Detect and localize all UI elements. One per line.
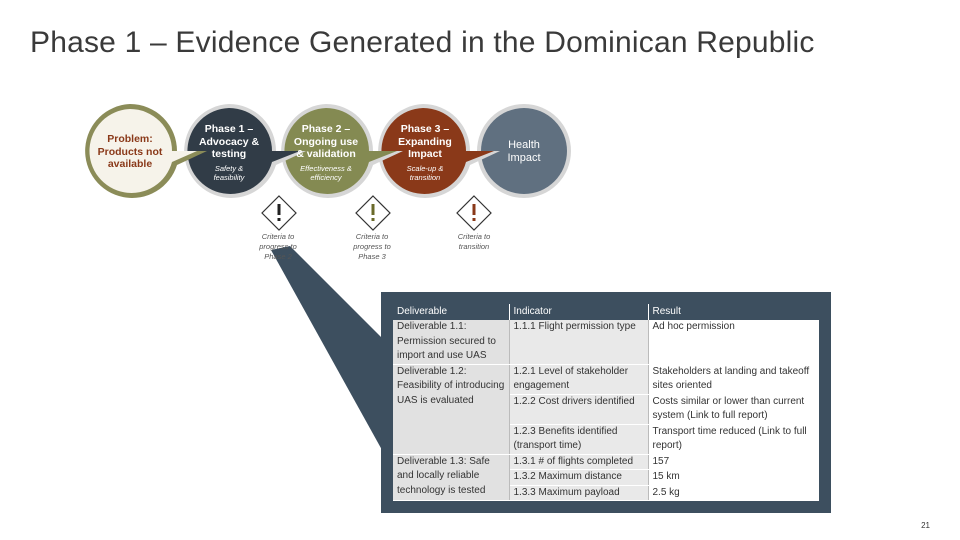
warning-icon — [355, 195, 391, 231]
criteria-transition: Criteria to transition — [457, 232, 491, 251]
indicator-cell: 1.3.1 # of flights completed — [509, 454, 649, 470]
phase2-label: Phase 2 – Ongoing use & validation Effec… — [291, 123, 361, 182]
impact-circle-inner — [481, 108, 567, 194]
result-cell: 157 — [648, 454, 819, 470]
evidence-table: Deliverable Indicator Result Deliverable… — [393, 304, 819, 501]
phase1-label: Phase 1 – Advocacy & testing Safety & fe… — [194, 123, 264, 182]
table-row: 1.3.3 Maximum payload 2.5 kg — [393, 485, 819, 501]
table-row: Deliverable 1.2: Feasibility of introduc… — [393, 364, 819, 455]
phase3-label: Phase 3 – Expanding Impact Scale-up & tr… — [392, 123, 458, 182]
deliverable-cell: Deliverable 1.2: Feasibility of introduc… — [393, 364, 510, 455]
table-header-row: Deliverable Indicator Result — [393, 304, 819, 320]
table-row: 1.2.2 Cost drivers identified Costs simi… — [393, 394, 819, 425]
warning-icon — [261, 195, 297, 231]
table-row: 1.2.3 Benefits identified (transport tim… — [393, 424, 819, 455]
table-row: Deliverable 1.3: Safe and locally reliab… — [393, 454, 819, 501]
phase1-sub: Safety & feasibility — [213, 163, 245, 182]
phase1-shape-inner — [187, 108, 300, 194]
result-cell: 15 km — [648, 469, 819, 486]
result-cell: Transport time reduced (Link to full rep… — [648, 424, 819, 455]
result-cell: Stakeholders at landing and takeoff site… — [648, 364, 819, 395]
header-result: Result — [648, 304, 819, 320]
criteria-phase2: Criteria to progress to Phase 2 — [259, 232, 297, 261]
phase2-text: Phase 2 – Ongoing use & validation — [293, 123, 359, 160]
page-number: 21 — [921, 521, 930, 530]
table-row: 1.3.2 Maximum distance 15 km — [393, 469, 819, 486]
phase1-text: Phase 1 – Advocacy & testing — [198, 123, 260, 160]
criteria-phase3: Criteria to progress to Phase 3 — [353, 232, 391, 261]
indicator-cell: 1.1.1 Flight permission type — [509, 320, 649, 365]
phase3-sub: Scale-up & transition — [406, 163, 444, 182]
indicator-cell: 1.2.2 Cost drivers identified — [509, 394, 649, 425]
indicator-cell: 1.2.3 Benefits identified (transport tim… — [509, 424, 649, 455]
callout-wedge — [271, 246, 382, 450]
phase2-shape-inner — [284, 108, 397, 194]
evidence-table-panel: Deliverable Indicator Result Deliverable… — [381, 292, 831, 513]
indicator-cell: 1.3.2 Maximum distance — [509, 469, 649, 486]
phase2-sub: Effectiveness & efficiency — [300, 163, 352, 182]
impact-text: Health Impact — [507, 139, 541, 164]
indicator-cell: 1.3.3 Maximum payload — [509, 485, 649, 501]
phase3-shape-inner — [381, 108, 494, 194]
indicator-cell: 1.2.1 Level of stakeholder engagement — [509, 364, 649, 395]
problem-text: Problem: Products not available — [97, 133, 163, 170]
problem-label: Problem: Products not available — [93, 133, 167, 171]
table-row: Deliverable 1.1: Permission secured to i… — [393, 320, 819, 365]
header-indicator: Indicator — [509, 304, 649, 320]
phase3-text: Phase 3 – Expanding Impact — [398, 123, 452, 160]
deliverable-cell: Deliverable 1.3: Safe and locally reliab… — [393, 454, 510, 501]
slide-title: Phase 1 – Evidence Generated in the Domi… — [30, 26, 815, 59]
result-cell: 2.5 kg — [648, 485, 819, 501]
problem-shape-inner — [89, 109, 197, 193]
warning-icon — [456, 195, 492, 231]
result-cell: Ad hoc permission — [648, 320, 819, 365]
result-cell: Costs similar or lower than current syst… — [648, 394, 819, 425]
header-deliverable: Deliverable — [393, 304, 510, 320]
impact-label: Health Impact — [496, 139, 552, 164]
deliverable-cell: Deliverable 1.1: Permission secured to i… — [393, 320, 510, 365]
